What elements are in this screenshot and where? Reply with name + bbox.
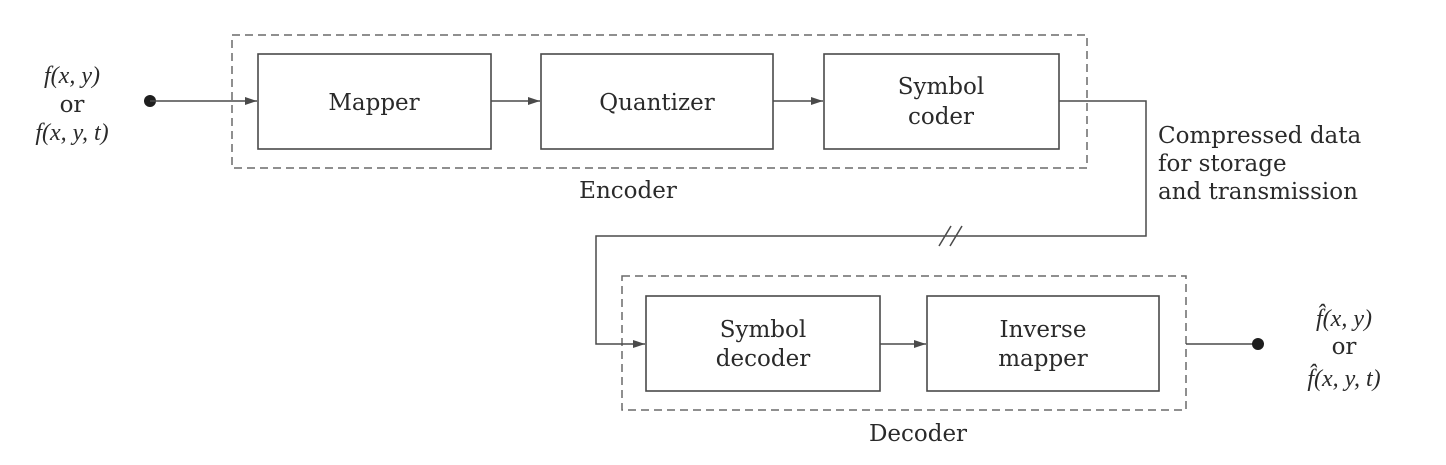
quantizer-block: Quantizer <box>540 53 774 150</box>
symbol-decoder-label-line2: decoder <box>716 346 810 372</box>
output-terminal-dot <box>1252 338 1264 350</box>
mapper-block: Mapper <box>257 53 492 150</box>
channel-note-line3: and transmission <box>1158 179 1358 205</box>
symbol-decoder-label-line1: Symbol <box>720 317 807 343</box>
decoder-label: Decoder <box>869 421 967 447</box>
input-label-line3: f(x, y, t) <box>35 120 108 146</box>
inverse-mapper-label-line1: Inverse <box>1000 317 1087 343</box>
symbol-coder-label-line1: Symbol <box>898 74 985 100</box>
quantizer-label: Quantizer <box>599 90 715 116</box>
channel-note-line2: for storage <box>1158 151 1287 177</box>
output-label-line2: or <box>1332 334 1357 360</box>
channel-path <box>595 100 1147 348</box>
symbol-coder-label-line2: coder <box>908 104 974 130</box>
inverse-mapper-label-line2: mapper <box>998 346 1088 372</box>
mapper-label: Mapper <box>328 90 419 116</box>
output-label-line3: f̂(x, y, t) <box>1307 364 1380 392</box>
compressed-data-note: Compressed data for storage and transmis… <box>1158 123 1362 205</box>
input-label-line2: or <box>60 92 85 118</box>
channel-note-line1: Compressed data <box>1158 123 1362 149</box>
output-label-line1: f̂(x, y) <box>1316 304 1372 332</box>
input-signal-label: f(x, y) or f(x, y, t) <box>35 63 108 146</box>
decoder-group-frame <box>621 275 1187 411</box>
input-label-line1: f(x, y) <box>44 63 100 89</box>
channel-break-mark <box>938 225 963 247</box>
symbol-coder-block: Symbol coder <box>823 53 1060 150</box>
inverse-mapper-block: Inverse mapper <box>926 295 1160 392</box>
symbol-decoder-block: Symbol decoder <box>645 295 881 392</box>
output-signal-label: f̂(x, y) or f̂(x, y, t) <box>1307 304 1380 392</box>
encoder-label: Encoder <box>579 178 677 204</box>
